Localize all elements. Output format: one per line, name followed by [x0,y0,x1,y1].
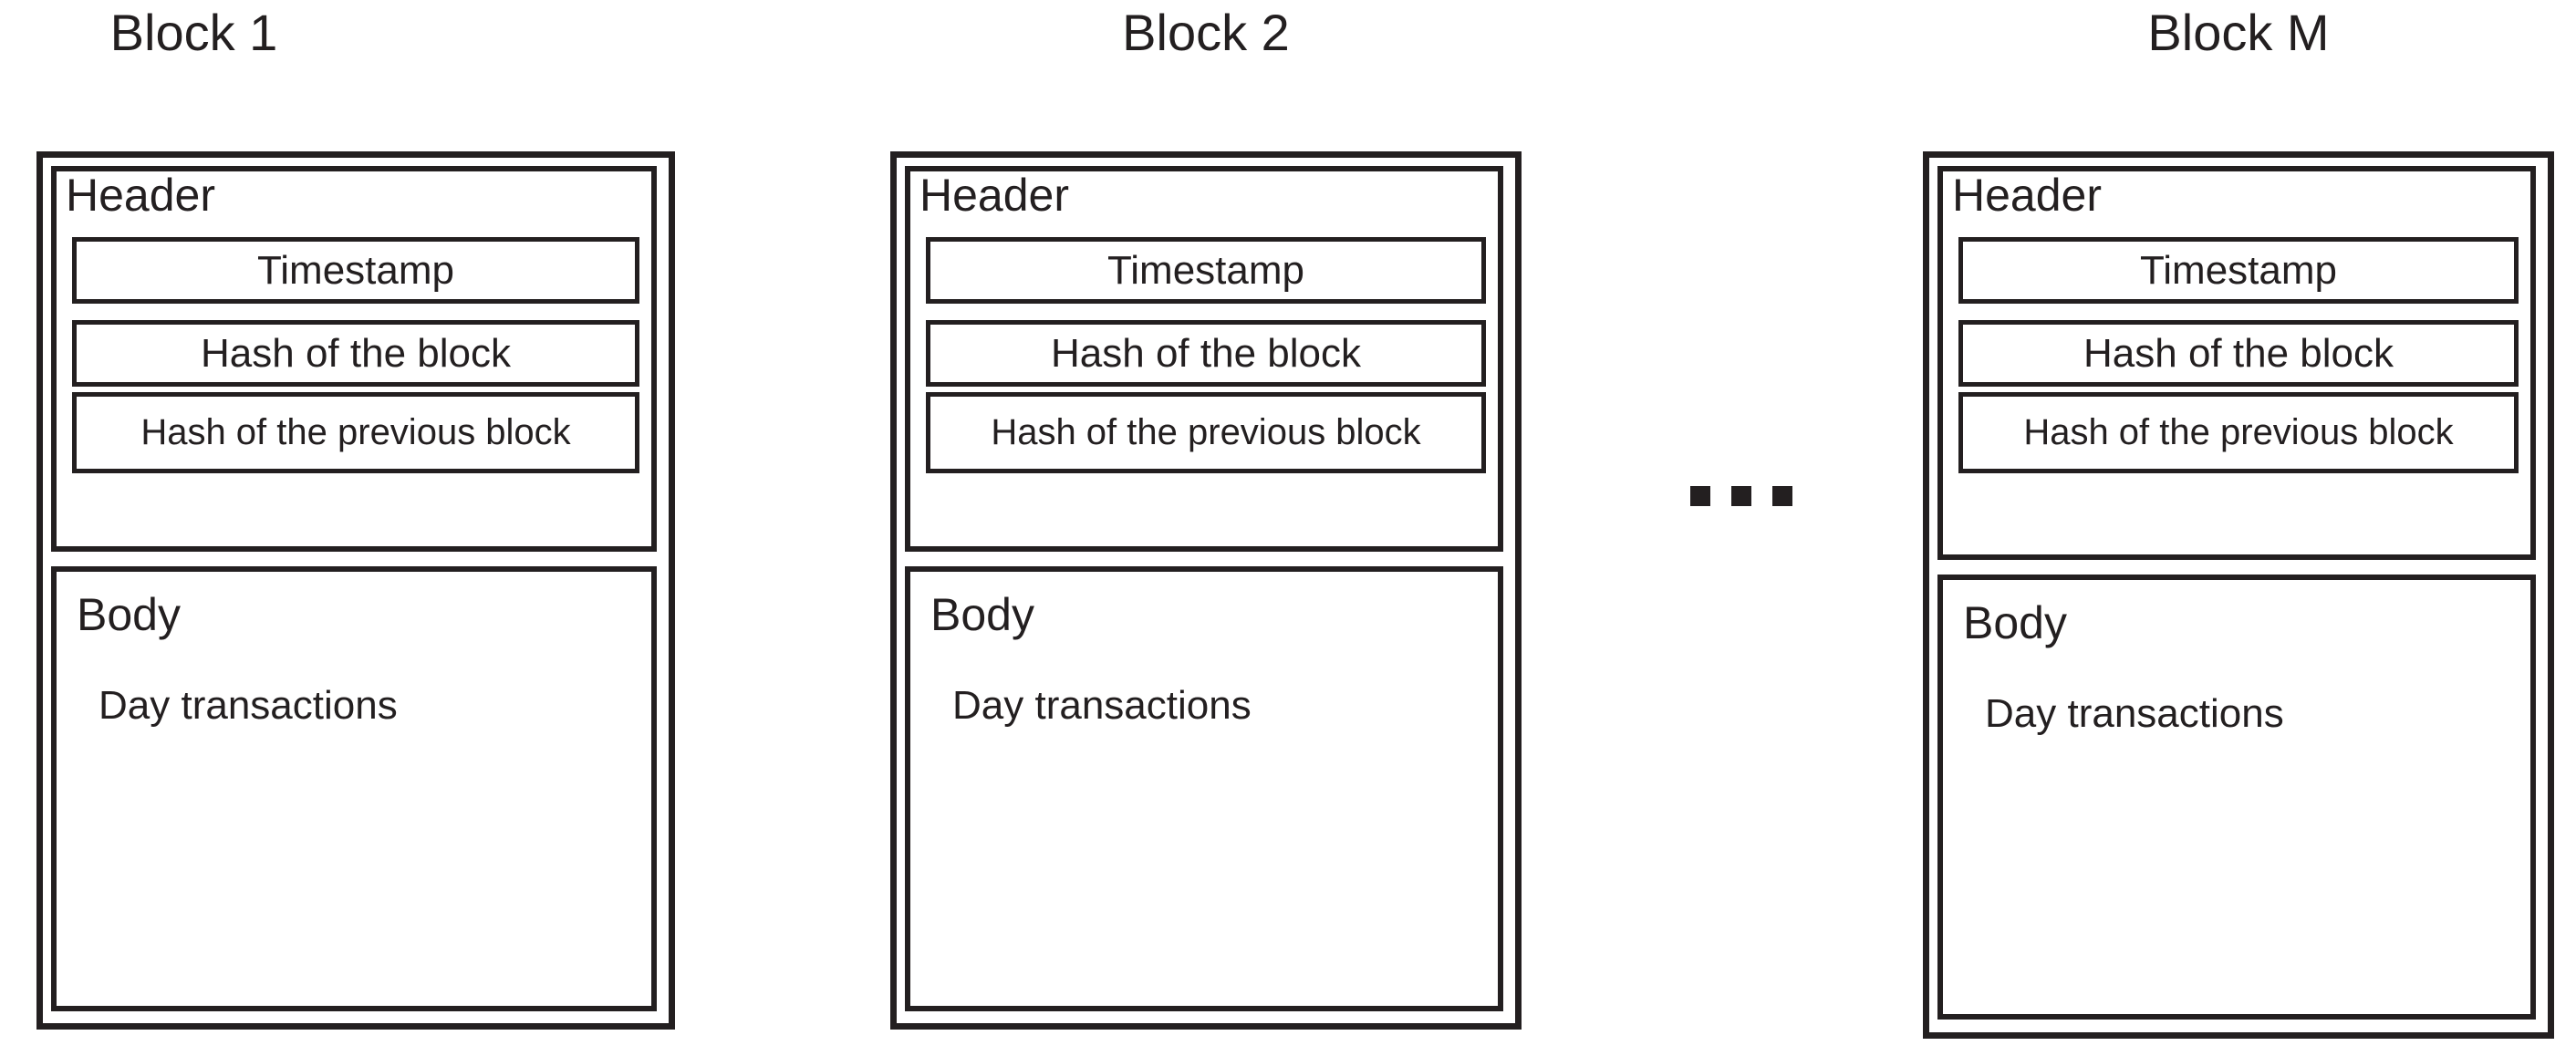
block-1-header-label: Header [66,170,215,221]
block-title-1: Block 1 [109,4,278,61]
block-1-field-hash-of-block: Hash of the block [72,320,639,387]
block-m-body-text: Day transactions [1985,691,2284,736]
block-1-header-section: Header Timestamp Hash of the block Hash … [51,166,657,552]
block-title-m: Block M [2147,4,2330,61]
block-m-field-hash-of-block: Hash of the block [1958,320,2519,387]
block-m-field-hash-of-previous-block: Hash of the previous block [1958,392,2519,473]
block-1-field-hash-of-previous-block-text: Hash of the previous block [140,412,571,452]
block-2-header-section: Header Timestamp Hash of the block Hash … [905,166,1503,552]
ellipsis-dot-2 [1731,486,1751,506]
block-1-body-section: Body Day transactions [51,566,657,1011]
block-m-header-label: Header [1952,170,2102,221]
block-m-field-timestamp: Timestamp [1958,237,2519,304]
block-1-body-label: Body [77,589,181,640]
block-frame-2: Header Timestamp Hash of the block Hash … [890,151,1522,1030]
block-2-body-text: Day transactions [952,683,1252,728]
block-1-body-text: Day transactions [99,683,398,728]
block-m-body-label: Body [1963,597,2067,648]
block-2-field-hash-of-block-text: Hash of the block [1051,330,1361,376]
block-2-field-timestamp-text: Timestamp [1107,247,1304,293]
block-frame-m: Header Timestamp Hash of the block Hash … [1923,151,2554,1039]
ellipsis-dot-3 [1772,486,1792,506]
block-m-field-hash-of-previous-block-text: Hash of the previous block [2023,412,2454,452]
block-frame-1: Header Timestamp Hash of the block Hash … [36,151,675,1030]
block-2-body-section: Body Day transactions [905,566,1503,1011]
block-2-field-timestamp: Timestamp [926,237,1486,304]
block-title-2: Block 2 [1122,4,1290,61]
block-m-field-timestamp-text: Timestamp [2140,247,2337,293]
block-m-header-section: Header Timestamp Hash of the block Hash … [1937,166,2536,560]
block-m-field-hash-of-block-text: Hash of the block [2083,330,2394,376]
block-m-body-section: Body Day transactions [1937,575,2536,1020]
block-2-field-hash-of-block: Hash of the block [926,320,1486,387]
block-1-field-hash-of-previous-block: Hash of the previous block [72,392,639,473]
block-2-header-label: Header [919,170,1069,221]
block-1-field-hash-of-block-text: Hash of the block [201,330,511,376]
block-2-field-hash-of-previous-block-text: Hash of the previous block [991,412,1421,452]
block-1-field-timestamp-text: Timestamp [257,247,454,293]
ellipsis-icon [1690,486,1792,506]
ellipsis-dot-1 [1690,486,1710,506]
block-1-field-timestamp: Timestamp [72,237,639,304]
block-2-body-label: Body [930,589,1034,640]
block-2-field-hash-of-previous-block: Hash of the previous block [926,392,1486,473]
